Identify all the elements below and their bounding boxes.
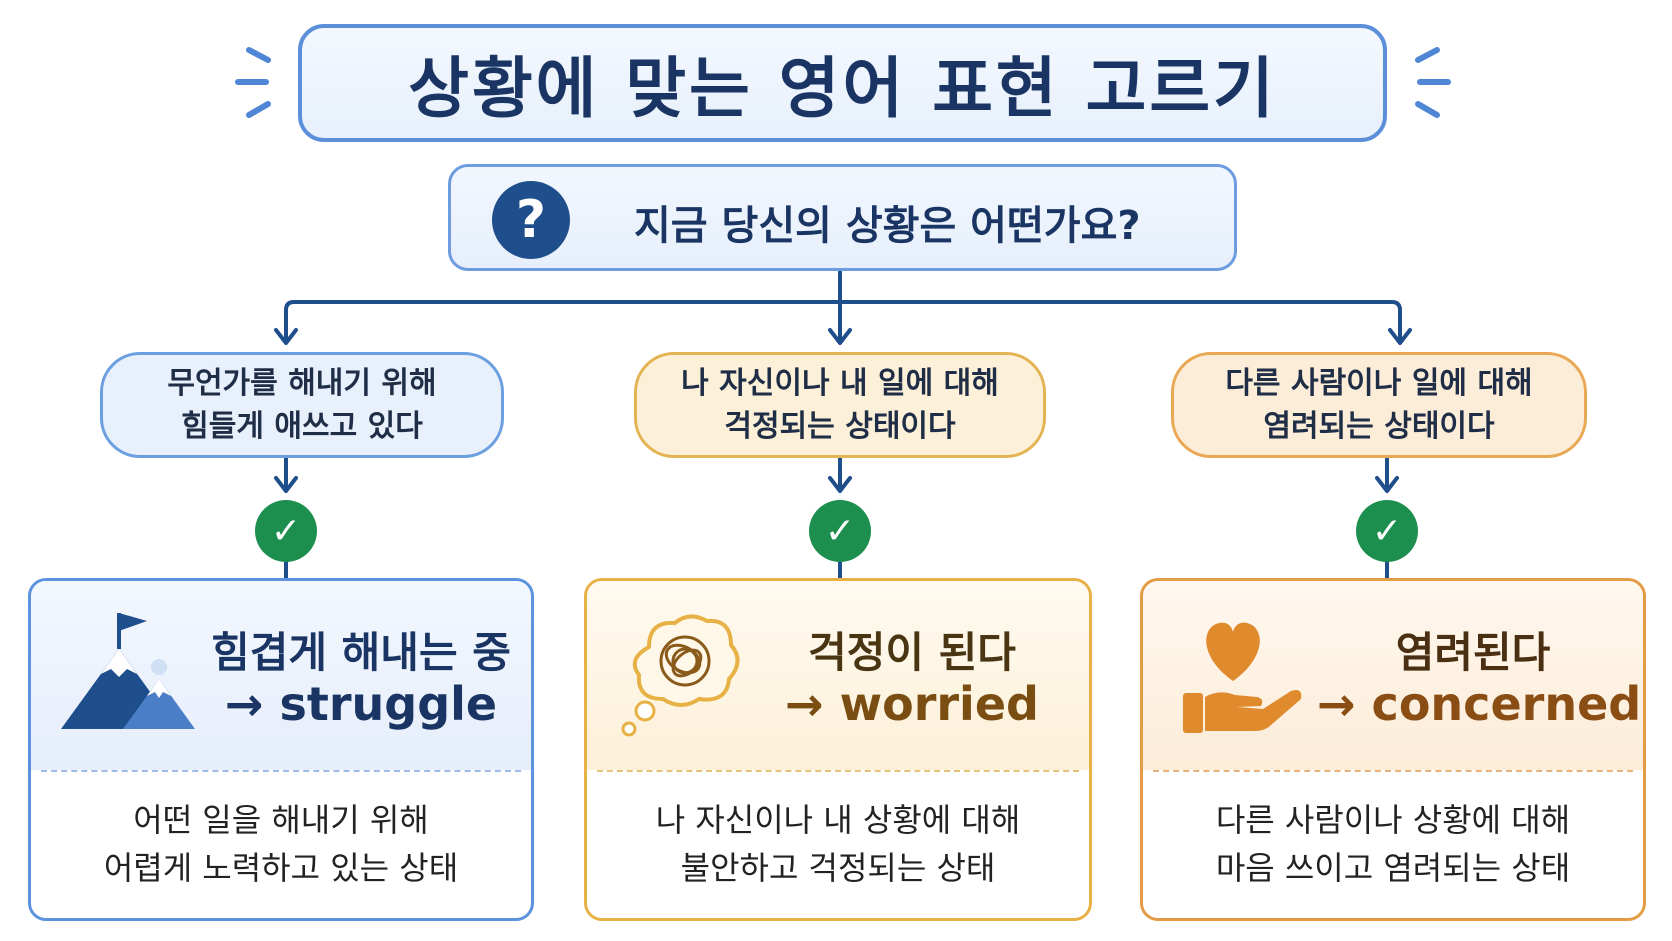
check-icon: ✓ xyxy=(1356,500,1418,562)
description-line: 다른 사람이나 상황에 대해 xyxy=(1215,801,1571,839)
english-expression: → concerned xyxy=(1317,677,1642,731)
left-sparkle-icon xyxy=(235,47,271,118)
description-line: 불안하고 걱정되는 상태 xyxy=(680,849,996,887)
result-card-concerned: 염려된다 → concerned 다른 사람이나 상황에 대해 마음 쓰이고 염… xyxy=(1140,578,1646,921)
description: 다른 사람이나 상황에 대해 마음 쓰이고 염려되는 상태 xyxy=(1143,796,1643,892)
english-expression: → struggle xyxy=(224,677,498,731)
check-icon: ✓ xyxy=(255,500,317,562)
english-expression: → worried xyxy=(785,677,1039,731)
tangled-thought-icon xyxy=(621,614,740,737)
description-line: 나 자신이나 내 상황에 대해 xyxy=(655,801,1021,839)
situation-concerned: 다른 사람이나 일에 대해 염려되는 상태이다 xyxy=(1171,352,1587,458)
situation-line: 무언가를 해내기 위해 xyxy=(167,366,437,401)
card-divider xyxy=(1153,770,1633,772)
right-sparkle-icon xyxy=(1415,47,1451,118)
situation-struggle: 무언가를 해내기 위해 힘들게 애쓰고 있다 xyxy=(100,352,504,458)
korean-expression: 힘겹게 해내는 중 xyxy=(211,628,511,677)
description: 어떤 일을 해내기 위해 어렵게 노력하고 있는 상태 xyxy=(31,796,531,892)
description-line: 마음 쓰이고 염려되는 상태 xyxy=(1215,849,1571,887)
question-box: ? 지금 당신의 상황은 어떤가요? xyxy=(448,164,1237,271)
description-line: 어렵게 노력하고 있는 상태 xyxy=(103,849,459,887)
mountain-flag-icon xyxy=(61,613,195,729)
korean-expression: 염려된다 xyxy=(1395,628,1551,677)
page-title: 상황에 맞는 영어 표현 고르기 xyxy=(408,50,1277,127)
description-line: 어떤 일을 해내기 위해 xyxy=(133,801,429,839)
arrow-branches xyxy=(284,300,1402,342)
situation-line: 나 자신이나 내 일에 대해 xyxy=(681,366,999,401)
situation-line: 걱정되는 상태이다 xyxy=(724,409,956,444)
question-text: 지금 당신의 상황은 어떤가요? xyxy=(634,203,1141,249)
heart-hand-icon xyxy=(1183,622,1302,733)
description: 나 자신이나 내 상황에 대해 불안하고 걱정되는 상태 xyxy=(587,796,1089,892)
situation-line: 힘들게 애쓰고 있다 xyxy=(181,409,423,444)
title-banner: 상황에 맞는 영어 표현 고르기 xyxy=(298,24,1387,142)
card-divider xyxy=(597,770,1079,772)
situation-worried: 나 자신이나 내 일에 대해 걱정되는 상태이다 xyxy=(634,352,1046,458)
result-card-struggle: 힘겹게 해내는 중 → struggle 어떤 일을 해내기 위해 어렵게 노력… xyxy=(28,578,534,921)
card-divider xyxy=(41,770,521,772)
situation-line: 염려되는 상태이다 xyxy=(1263,409,1495,444)
korean-expression: 걱정이 된다 xyxy=(808,628,1016,677)
situation-line: 다른 사람이나 일에 대해 xyxy=(1225,366,1533,401)
question-icon: ? xyxy=(492,181,570,259)
check-icon: ✓ xyxy=(809,500,871,562)
result-card-worried: 걱정이 된다 → worried 나 자신이나 내 상황에 대해 불안하고 걱정… xyxy=(584,578,1092,921)
